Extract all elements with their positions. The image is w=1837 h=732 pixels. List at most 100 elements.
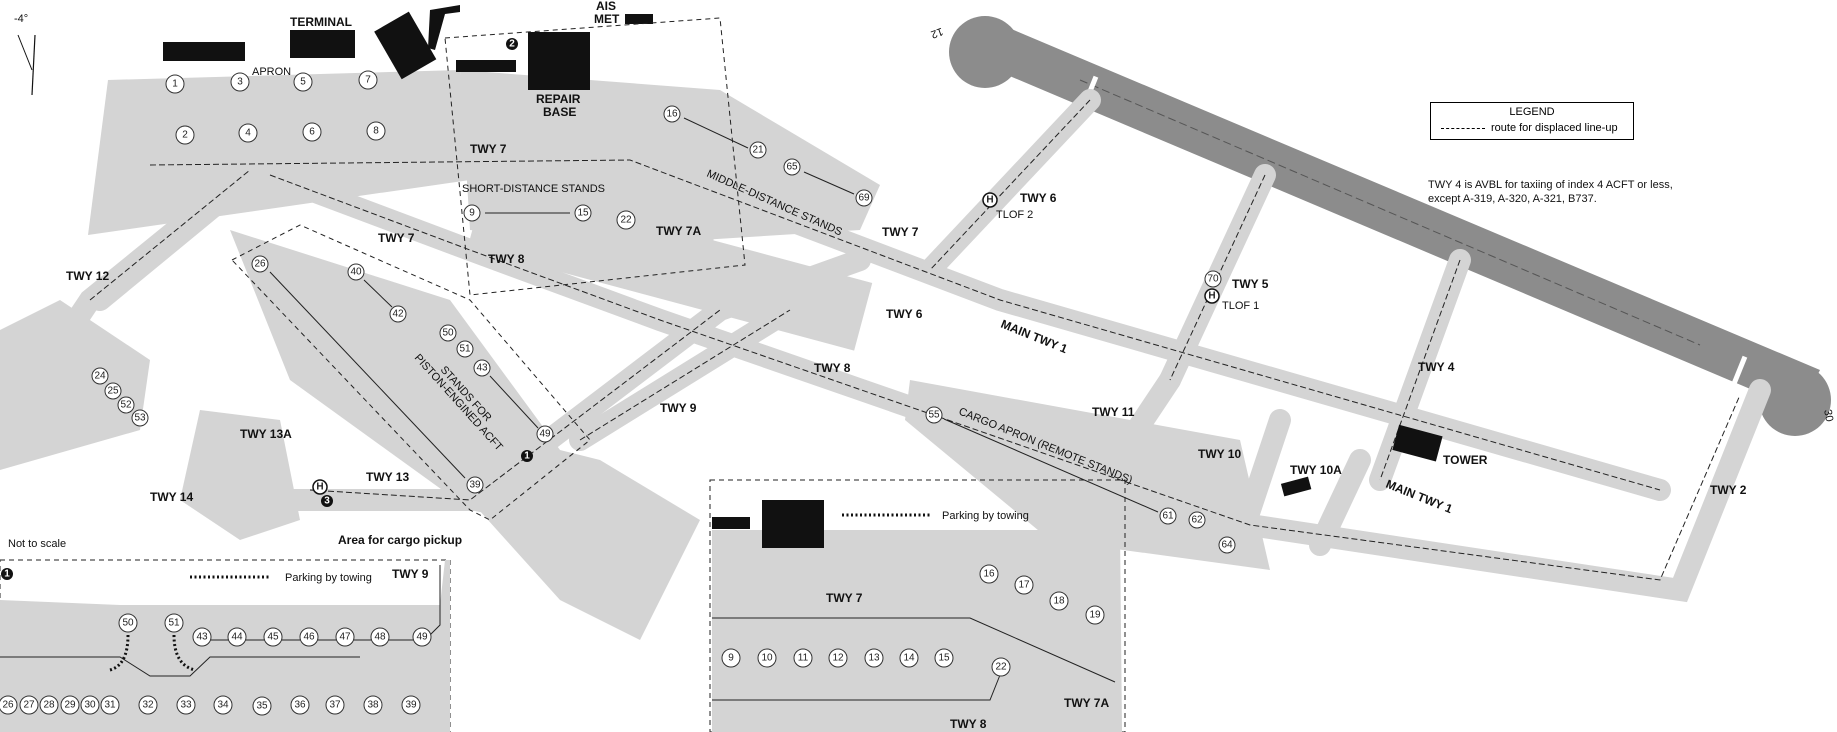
svg-text:42: 42 [392, 309, 404, 320]
stand: 5 [293, 72, 313, 92]
svg-text:50: 50 [442, 328, 454, 339]
stand: 49 [412, 627, 432, 647]
legend-title: LEGEND [1509, 106, 1555, 118]
svg-text:38: 38 [367, 700, 379, 711]
north-arrow-building [428, 5, 460, 50]
stand: 39 [466, 476, 484, 494]
twy-8-label: TWY 8 [488, 252, 525, 266]
stand: 9 [463, 204, 481, 222]
stand: 3 [230, 72, 250, 92]
svg-text:3: 3 [237, 77, 243, 88]
svg-text:62: 62 [1191, 515, 1203, 526]
svg-text:40: 40 [350, 267, 362, 278]
svg-text:1: 1 [4, 569, 10, 580]
svg-text:55: 55 [928, 410, 940, 421]
svg-text:29: 29 [64, 700, 76, 711]
stand: 22 [616, 210, 636, 230]
callout-3: 3 [321, 495, 333, 507]
helipad-tlof2: H [982, 192, 998, 208]
stand: 36 [290, 695, 310, 715]
tower-building [1392, 424, 1443, 462]
twy-7-label: TWY 7 [470, 142, 507, 156]
svg-text:35: 35 [256, 701, 268, 712]
svg-text:2: 2 [509, 39, 515, 50]
twy-9-label: TWY 9 [660, 401, 697, 415]
svg-text:13: 13 [868, 653, 880, 664]
apron-stands: 1 2 3 4 5 6 7 8 [165, 70, 386, 145]
twy4-note-line: TWY 4 is AVBL for taxiing of index 4 ACF… [1428, 179, 1673, 191]
twy-11-label: TWY 11 [1092, 405, 1135, 419]
svg-text:21: 21 [752, 145, 764, 156]
stand: 51 [164, 613, 184, 633]
twy-14-label: TWY 14 [150, 490, 193, 504]
svg-text:46: 46 [303, 632, 315, 643]
callout-1: 1 [1, 568, 13, 580]
main-twy-1-label: MAIN TWY 1 [1384, 477, 1455, 516]
svg-text:50: 50 [122, 618, 134, 629]
apron-label: APRON [252, 66, 291, 78]
stand: 35 [252, 696, 272, 716]
tower-label: TOWER [1443, 453, 1488, 467]
stand: 62 [1188, 511, 1206, 529]
stand: 48 [370, 627, 390, 647]
stand: 40 [347, 263, 365, 281]
stand: 42 [389, 305, 407, 323]
svg-text:39: 39 [469, 480, 481, 491]
svg-text:16: 16 [666, 109, 678, 120]
stand: 61 [1159, 507, 1177, 525]
svg-text:15: 15 [938, 653, 950, 664]
svg-text:43: 43 [196, 632, 208, 643]
twy-5-label: TWY 5 [1232, 277, 1269, 291]
runway-30-label: 30 [1821, 409, 1835, 423]
callout-1: 1 [521, 450, 533, 462]
stands: 9 15 22 16 21 65 69 24 25 52 53 26 39 40… [91, 105, 1236, 554]
repair-base-label: BASE [543, 105, 576, 119]
svg-text:31: 31 [104, 700, 116, 711]
stand: 50 [439, 324, 457, 342]
svg-text:17: 17 [1018, 580, 1030, 591]
svg-text:1: 1 [524, 451, 530, 462]
helipad: H [312, 479, 328, 495]
svg-text:30: 30 [84, 700, 96, 711]
svg-text:5: 5 [300, 77, 306, 88]
stand: 16 [979, 564, 999, 584]
svg-text:39: 39 [405, 700, 417, 711]
svg-text:18: 18 [1053, 596, 1065, 607]
svg-text:53: 53 [134, 413, 146, 424]
svg-text:33: 33 [180, 700, 192, 711]
short-distance-stands-label: SHORT-DISTANCE STANDS [462, 183, 605, 195]
stand: 31 [100, 695, 120, 715]
svg-text:65: 65 [786, 162, 798, 173]
stand: 51 [456, 340, 474, 358]
svg-text:14: 14 [903, 653, 915, 664]
svg-text:11: 11 [798, 653, 809, 664]
stand: 27 [19, 695, 39, 715]
stand: 17 [1014, 575, 1034, 595]
svg-text:H: H [1208, 291, 1215, 302]
svg-text:61: 61 [1162, 511, 1174, 522]
inset-2: Parking by towing TWY 7 TWY 7A TWY 8 16 … [712, 500, 1122, 732]
stand: 37 [325, 695, 345, 715]
svg-text:7: 7 [365, 75, 371, 86]
stand: 24 [91, 367, 109, 385]
tlof2-label: TLOF 2 [996, 209, 1033, 221]
stand: 10 [757, 648, 777, 668]
svg-text:2: 2 [182, 130, 188, 141]
stand: 30 [80, 695, 100, 715]
svg-text:9: 9 [728, 653, 734, 664]
svg-text:52: 52 [120, 400, 132, 411]
stand: 29 [60, 695, 80, 715]
stand: 4 [238, 123, 258, 143]
stand: 26 [251, 255, 269, 273]
stand: 21 [749, 141, 767, 159]
stand: 64 [1218, 536, 1236, 554]
ais-label: AIS [596, 0, 616, 13]
not-to-scale-label: Not to scale [8, 538, 66, 550]
svg-text:34: 34 [217, 700, 229, 711]
svg-text:43: 43 [476, 363, 488, 374]
stand: 47 [335, 627, 355, 647]
svg-text:69: 69 [858, 193, 870, 204]
twy-8-label: TWY 8 [814, 361, 851, 375]
svg-text:27: 27 [23, 700, 35, 711]
svg-text:51: 51 [168, 618, 180, 629]
